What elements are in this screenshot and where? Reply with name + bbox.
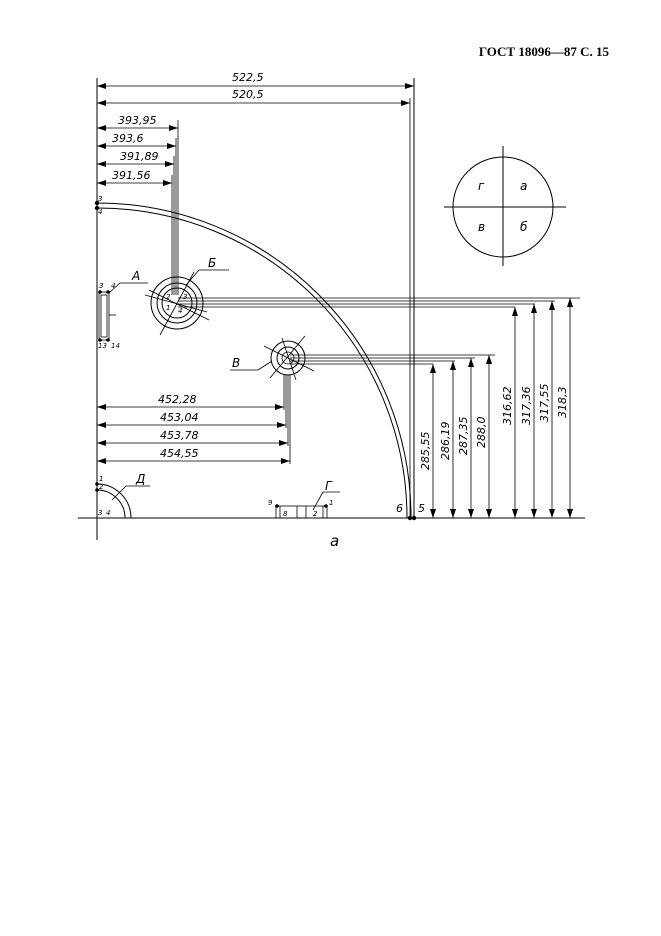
dim-top1: 522,5: [232, 71, 264, 84]
b-num-2: 2: [166, 293, 171, 301]
b-num-4: 4: [178, 307, 182, 315]
a-num-3: 3: [99, 282, 103, 290]
a-num-13: 13: [98, 342, 107, 350]
label-B: Б: [208, 256, 216, 270]
label-D: Д: [135, 472, 145, 486]
pt-6-label: 6: [396, 502, 403, 515]
b-num-3: 3: [183, 293, 187, 301]
page-header: ГОСТ 18096—87 С. 15: [478, 44, 609, 59]
g-num-9: 9: [268, 499, 273, 507]
dim-v6: 317,36: [520, 387, 533, 426]
dim-mid1: 452,28: [158, 393, 197, 406]
dim-v2: 286,19: [439, 422, 452, 461]
inner-arc: [96, 207, 408, 519]
g-num-2: 2: [313, 510, 318, 518]
outer-arc: [96, 202, 412, 518]
quadrant-a: а: [520, 179, 527, 193]
label-G: Г: [325, 479, 333, 493]
dim-v3: 287,35: [457, 417, 470, 456]
label-V: В: [232, 356, 240, 370]
dim-v5: 316,62: [501, 387, 514, 426]
a-num-4: 4: [111, 282, 115, 290]
dim-mid4: 454,55: [160, 447, 199, 460]
label-A: А: [131, 269, 140, 283]
g-num-1: 1: [329, 499, 333, 507]
b-num-1: 1: [166, 304, 170, 312]
quadrant-b: б: [520, 220, 528, 234]
a-num-14: 14: [111, 342, 120, 350]
pt-5-label: 5: [418, 502, 425, 515]
quadrant-v: в: [478, 220, 485, 234]
dim-v8: 318,3: [556, 387, 569, 419]
dim-left1: 393,95: [118, 114, 157, 127]
dim-left4: 391,56: [112, 169, 151, 182]
quadrant-g: г: [478, 179, 485, 193]
dim-mid2: 453,04: [160, 411, 199, 424]
d-num-3: 3: [98, 509, 102, 517]
dim-left3: 391,89: [120, 150, 159, 163]
dim-mid3: 453,78: [160, 429, 199, 442]
dim-v4: 288,0: [475, 417, 488, 449]
dim-top2: 520,5: [232, 88, 264, 101]
dim-left2: 393,6: [112, 132, 144, 145]
d-num-2: 2: [99, 483, 104, 491]
g-num-8: 8: [283, 510, 288, 518]
pt-4-top: 4: [98, 208, 102, 216]
d-num-1: 1: [99, 475, 103, 483]
d-num-4: 4: [106, 509, 110, 517]
pt-3-top: 3: [98, 195, 102, 203]
figure-caption: а: [330, 532, 339, 550]
dim-v7: 317,55: [538, 384, 551, 423]
dim-v1: 285,55: [419, 432, 432, 471]
